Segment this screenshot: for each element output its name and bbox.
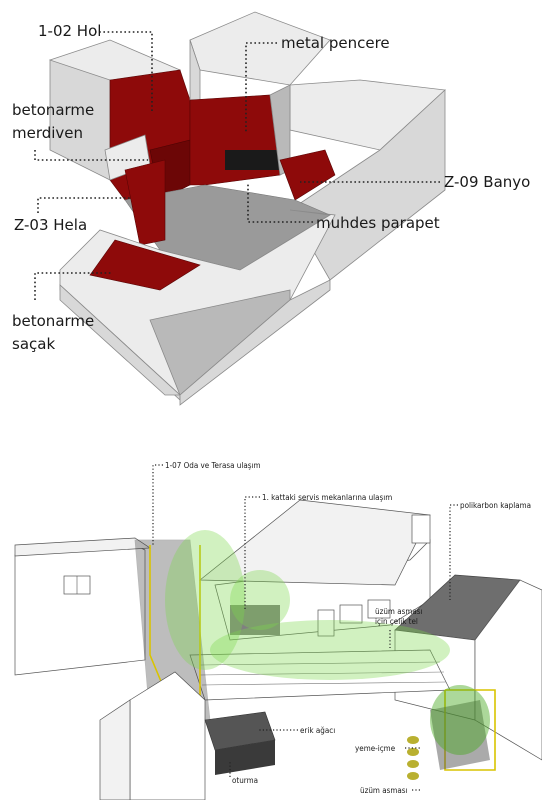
metal-window [225,150,280,170]
vine-left [165,530,245,670]
bottom-leaders [152,464,458,791]
lantern-2 [407,748,419,756]
top-labels: 1-02 Hol metal pencere betonarme merdive… [12,22,530,353]
label-uzum-asmasi: üzüm asması [360,786,408,795]
top-model [48,11,446,406]
vine-back [230,570,290,630]
window-red-wall [189,94,281,186]
sacak-red [89,239,201,291]
left-house-wall [14,544,146,676]
label-betonarme-sacak-1: betonarme [12,312,94,330]
back-house-window-1 [339,604,363,624]
label-polikarbon: polikarbon kaplama [460,501,531,510]
vine-bridge [210,620,450,680]
leader-parapet [247,183,313,223]
lantern-4 [407,772,419,780]
vine-pavilion [430,685,490,755]
chimney [411,514,431,544]
label-banyo: Z-09 Banyo [444,173,530,191]
label-oturma: oturma [232,776,258,785]
front-wall-right [179,279,331,406]
label-metal-pencere: metal pencere [281,34,390,52]
label-betonarme-sacak-2: saçak [12,335,55,353]
top-leaders [34,31,440,300]
label-servis: 1. kattaki servis mekanlarına ulaşım [262,493,392,502]
label-betonarme-merdiven-2: merdiven [12,124,83,142]
leader-oda [152,464,163,545]
leader-merdiven [34,150,148,161]
lower-left-wall [129,671,206,800]
lantern-3 [407,760,419,768]
back-house-window-2 [367,599,391,619]
leader-hela [37,197,130,213]
label-oda-teras: 1-07 Oda ve Terasa ulaşım [165,461,261,470]
label-muhdes-parapet: muhdes parapet [316,214,440,232]
banyo-red [279,149,336,201]
back-house-door [317,609,335,637]
front-wall-face [59,284,182,396]
label-celik-tel-1: üzüm asması [375,607,423,616]
leader-polikarbon [449,504,458,600]
label-yeme-icme: yeme-içme [355,744,396,753]
left-wall [49,59,111,181]
leader-sacak [34,272,112,300]
leader-hol [95,31,153,112]
lower-left-side [99,699,131,800]
label-erik: erik ağacı [300,726,335,735]
leader-pencere [245,42,277,132]
label-celik-tel-2: için çelik tel [375,617,418,626]
stair-red [124,159,166,246]
back-house-terrace [230,605,280,635]
right-wall [289,89,446,281]
label-betonarme-merdiven-1: betonarme [12,101,94,119]
label-hela: Z-03 Hela [14,216,87,234]
bottom-labels: 1-07 Oda ve Terasa ulaşım 1. kattaki ser… [165,461,531,795]
lantern-1 [407,736,419,744]
label-hol: 1-02 Hol [38,22,101,40]
pavilion-body [430,700,490,770]
bottom-model [14,499,542,800]
